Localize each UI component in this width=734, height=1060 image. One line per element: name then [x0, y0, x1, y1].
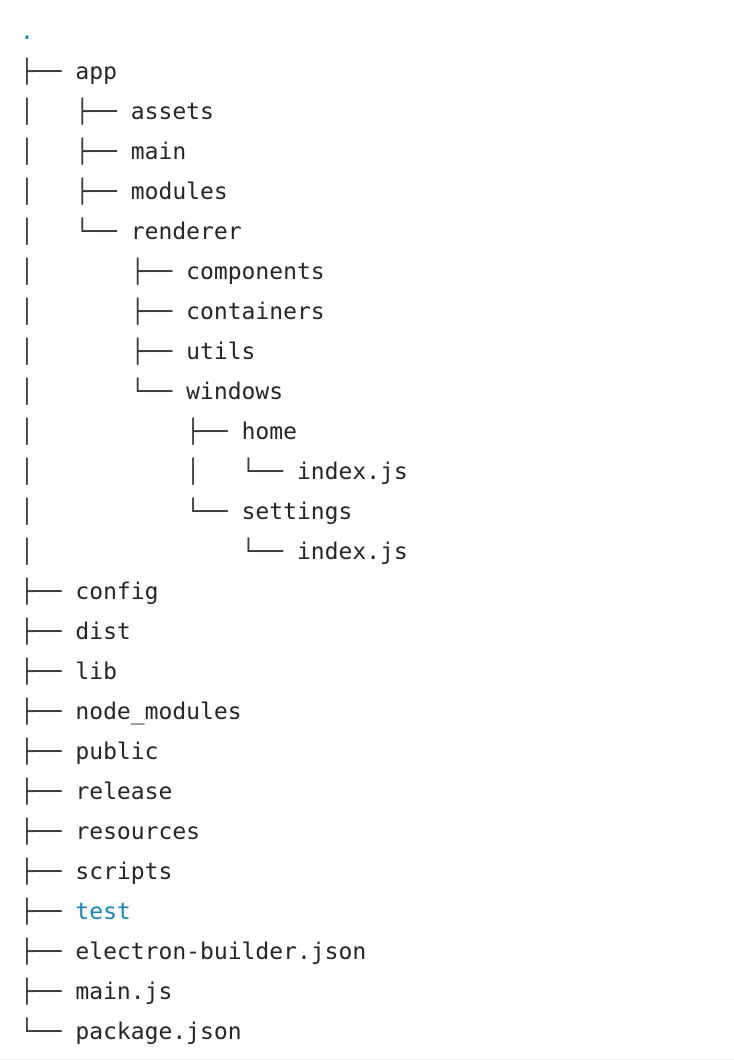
tree-directory-name[interactable]: app — [75, 59, 117, 85]
tree-row[interactable]: │ └── settings — [20, 492, 408, 532]
tree-directory-name[interactable]: modules — [130, 179, 228, 205]
tree-row[interactable]: ├── dist — [20, 612, 408, 652]
tree-branch-glyphs: │ └── — [20, 499, 242, 525]
tree-branch-glyphs: ├── — [20, 739, 76, 765]
tree-directory-name[interactable]: scripts — [75, 859, 173, 885]
tree-file-name[interactable]: package.json — [75, 1019, 242, 1045]
tree-directory-name[interactable]: . — [20, 19, 34, 45]
tree-branch-glyphs: └── — [20, 1019, 76, 1045]
tree-directory-name[interactable]: renderer — [130, 219, 242, 245]
tree-row[interactable]: ├── main.js — [20, 972, 408, 1012]
tree-directory-name[interactable]: resources — [75, 819, 201, 845]
tree-branch-glyphs: ├── — [20, 699, 76, 725]
tree-directory-name[interactable]: home — [241, 419, 297, 445]
tree-branch-glyphs: │ ├── — [20, 339, 187, 365]
tree-branch-glyphs: │ ├── — [20, 99, 131, 125]
tree-file-name[interactable]: index.js — [296, 459, 408, 485]
tree-row[interactable]: │ └── windows — [20, 372, 408, 412]
tree-row[interactable]: │ └── renderer — [20, 212, 408, 252]
tree-row[interactable]: ├── lib — [20, 652, 408, 692]
tree-branch-glyphs: ├── — [20, 659, 76, 685]
tree-directory-name[interactable]: test — [75, 899, 131, 925]
tree-row[interactable]: ├── public — [20, 732, 408, 772]
tree-row[interactable]: ├── test — [20, 892, 408, 932]
tree-row[interactable]: . — [20, 12, 408, 52]
tree-row[interactable]: ├── electron-builder.json — [20, 932, 408, 972]
tree-directory-name[interactable]: node_modules — [75, 699, 242, 725]
tree-branch-glyphs: ├── — [20, 939, 76, 965]
tree-row[interactable]: ├── resources — [20, 812, 408, 852]
tree-row[interactable]: ├── scripts — [20, 852, 408, 892]
tree-row[interactable]: │ ├── assets — [20, 92, 408, 132]
tree-row[interactable]: │ ├── components — [20, 252, 408, 292]
tree-row[interactable]: ├── release — [20, 772, 408, 812]
tree-branch-glyphs: ├── — [20, 979, 76, 1005]
tree-row[interactable]: └── package.json — [20, 1012, 408, 1052]
tree-branch-glyphs: │ ├── — [20, 299, 187, 325]
tree-branch-glyphs: │ ├── — [20, 419, 242, 445]
tree-branch-glyphs: │ └── — [20, 219, 131, 245]
tree-branch-glyphs: ├── — [20, 859, 76, 885]
tree-row[interactable]: ├── node_modules — [20, 692, 408, 732]
tree-branch-glyphs: │ ├── — [20, 259, 187, 285]
tree-branch-glyphs: ├── — [20, 819, 76, 845]
tree-directory-name[interactable]: utils — [186, 339, 256, 365]
tree-branch-glyphs: │ └── — [20, 379, 187, 405]
tree-file-name[interactable]: electron-builder.json — [75, 939, 367, 965]
tree-row[interactable]: │ └── index.js — [20, 532, 408, 572]
tree-row[interactable]: │ ├── main — [20, 132, 408, 172]
tree-branch-glyphs: │ └── — [20, 539, 297, 565]
tree-row[interactable]: │ ├── utils — [20, 332, 408, 372]
tree-branch-glyphs: │ ├── — [20, 139, 131, 165]
tree-file-name[interactable]: main.js — [75, 979, 173, 1005]
tree-row[interactable]: ├── app — [20, 52, 408, 92]
tree-row[interactable]: │ ├── modules — [20, 172, 408, 212]
tree-directory-name[interactable]: components — [186, 259, 325, 285]
tree-directory-name[interactable]: windows — [186, 379, 284, 405]
tree-directory-name[interactable]: assets — [130, 99, 214, 125]
tree-row[interactable]: │ │ └── index.js — [20, 452, 408, 492]
tree-file-name[interactable]: index.js — [296, 539, 408, 565]
tree-directory-name[interactable]: dist — [75, 619, 131, 645]
tree-branch-glyphs: ├── — [20, 779, 76, 805]
tree-directory-name[interactable]: containers — [186, 299, 325, 325]
tree-row[interactable]: │ ├── home — [20, 412, 408, 452]
tree-row[interactable]: │ ├── containers — [20, 292, 408, 332]
tree-directory-name[interactable]: main — [130, 139, 187, 165]
directory-tree-listing: .├── app│ ├── assets│ ├── main│ ├── modu… — [20, 12, 408, 1052]
tree-directory-name[interactable]: lib — [75, 659, 117, 685]
tree-branch-glyphs: │ ├── — [20, 179, 131, 205]
tree-directory-name[interactable]: settings — [241, 499, 353, 525]
tree-branch-glyphs: ├── — [20, 619, 76, 645]
tree-directory-name[interactable]: release — [75, 779, 173, 805]
tree-branch-glyphs: ├── — [20, 899, 76, 925]
tree-branch-glyphs: ├── — [20, 59, 76, 85]
tree-directory-name[interactable]: public — [75, 739, 159, 765]
tree-directory-name[interactable]: config — [75, 579, 159, 605]
tree-branch-glyphs: ├── — [20, 579, 76, 605]
tree-branch-glyphs: │ │ └── — [20, 459, 297, 485]
tree-row[interactable]: ├── config — [20, 572, 408, 612]
